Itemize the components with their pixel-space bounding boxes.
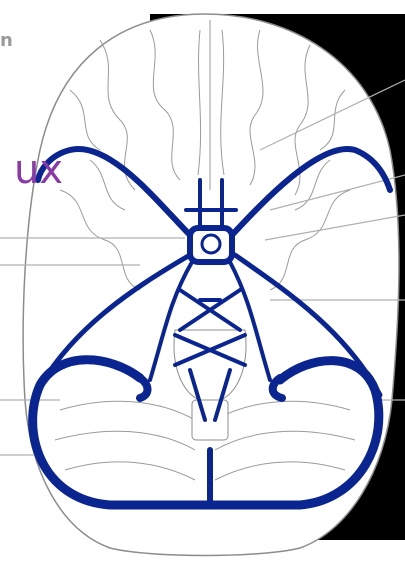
corner-label-fragment: n — [0, 30, 12, 51]
purple-label-fragment: ux — [14, 150, 63, 190]
white-top-strip — [0, 0, 405, 14]
